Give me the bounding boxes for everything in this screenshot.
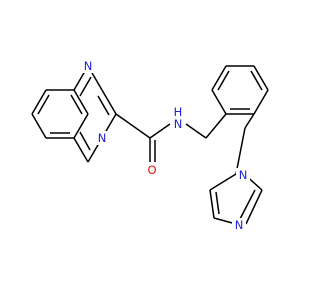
bond — [205, 113, 227, 139]
bond — [97, 95, 110, 116]
bond — [253, 65, 269, 91]
bond — [211, 89, 227, 115]
bond — [209, 189, 215, 219]
bond — [79, 76, 92, 97]
bond — [149, 123, 171, 139]
bond — [37, 94, 50, 115]
bond — [253, 89, 269, 115]
bond — [115, 113, 151, 139]
bond — [250, 70, 263, 91]
atom-labels: N N N H O N N — [81, 59, 250, 232]
bond — [79, 131, 91, 151]
imidazole-n1-label: N — [239, 168, 248, 182]
bond — [215, 191, 220, 215]
bond — [73, 113, 89, 139]
bond — [185, 123, 207, 139]
bond — [70, 94, 83, 115]
bond — [73, 89, 89, 115]
molecule-structure: N N N H O N N — [31, 59, 269, 232]
bond — [211, 65, 227, 91]
bond — [209, 173, 237, 191]
bond — [235, 127, 246, 175]
bond — [73, 137, 89, 163]
amide-nh-label: N — [174, 117, 183, 131]
imidazole-n3-label: N — [235, 218, 244, 232]
bond — [31, 89, 47, 115]
bond — [244, 113, 255, 129]
bond — [217, 70, 230, 91]
bond — [31, 113, 47, 139]
bond — [239, 189, 256, 220]
bond — [245, 189, 263, 225]
bond — [101, 89, 117, 115]
quinoxaline-n-bottom-label: N — [98, 131, 107, 145]
amide-bonds — [115, 113, 227, 162]
phenyl-bonds — [211, 65, 269, 175]
quinoxaline-n-top-label: N — [84, 59, 93, 73]
quinoxaline-bonds — [31, 65, 117, 163]
amide-h-label: H — [174, 105, 183, 119]
carbonyl-o-label: O — [147, 163, 156, 177]
